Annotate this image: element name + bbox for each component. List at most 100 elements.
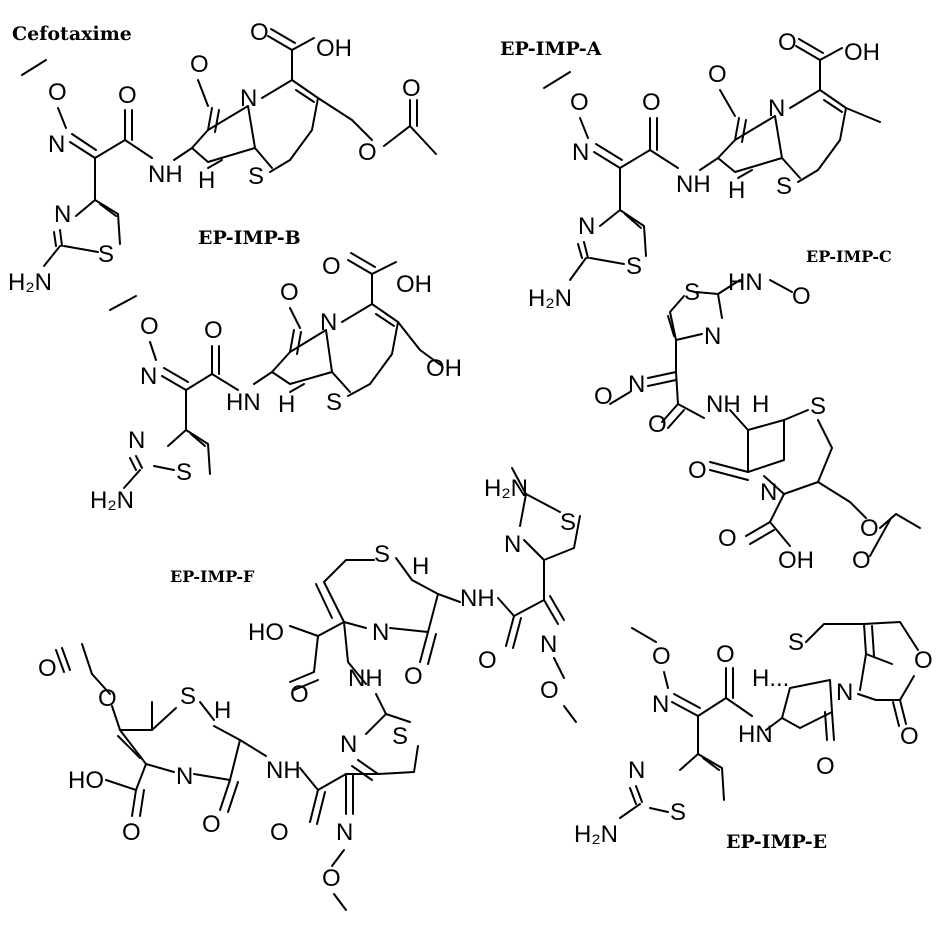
atom-O: O bbox=[358, 139, 377, 166]
atom-O: O bbox=[648, 411, 667, 438]
atom-O: O bbox=[250, 19, 269, 46]
atom-H: H bbox=[278, 391, 295, 418]
atom-O: O bbox=[652, 643, 671, 670]
atom-O: O bbox=[204, 317, 223, 344]
atom-HN: HN bbox=[226, 389, 261, 416]
atom-NH: NH bbox=[266, 757, 301, 784]
atom-N: N bbox=[48, 131, 65, 158]
atom-O: O bbox=[792, 283, 811, 310]
atom-O: O bbox=[852, 547, 871, 574]
atom-S: S bbox=[776, 173, 792, 200]
atom-S: S bbox=[626, 253, 642, 280]
atom-O: O bbox=[38, 655, 57, 682]
atom-OH: OH bbox=[426, 355, 462, 382]
atom-HN: HN bbox=[738, 721, 773, 748]
atom-O: O bbox=[718, 525, 737, 552]
atom-NH: NH bbox=[348, 665, 383, 692]
atom-S: S bbox=[392, 723, 408, 750]
atom-O: O bbox=[48, 79, 67, 106]
atom-O: O bbox=[98, 685, 117, 712]
atom-S: S bbox=[374, 541, 390, 568]
atom-NH: NH bbox=[706, 391, 741, 418]
atom-S: S bbox=[560, 509, 576, 536]
structure-ep-imp-a: EP-IMP-A O N O NH O N S H O OH S bbox=[500, 29, 881, 312]
atom-O: O bbox=[642, 89, 661, 116]
atom-O: O bbox=[122, 819, 141, 846]
title-ep-imp-b: EP-IMP-B bbox=[198, 227, 301, 249]
atom-H: H bbox=[728, 177, 745, 204]
atom-N: N bbox=[504, 531, 521, 558]
atom-N: N bbox=[140, 363, 157, 390]
atom-O: O bbox=[270, 819, 289, 846]
atom-HN: HN bbox=[728, 269, 763, 296]
atom-H: H bbox=[752, 391, 769, 418]
atom-N: N bbox=[240, 85, 257, 112]
atom-O: O bbox=[280, 279, 299, 306]
atom-N: N bbox=[54, 201, 71, 228]
atom-N: N bbox=[652, 691, 669, 718]
atom-O: O bbox=[290, 681, 309, 708]
atom-OH: OH bbox=[316, 35, 352, 62]
title-ep-imp-f: EP-IMP-F bbox=[170, 567, 255, 586]
atom-NH: NH bbox=[460, 585, 495, 612]
atom-O: O bbox=[860, 515, 879, 542]
atom-O: O bbox=[716, 641, 735, 668]
atom-O: O bbox=[900, 723, 919, 750]
structure-ep-imp-f: EP-IMP-F S H N O NH O N O S N H₂N HO O bbox=[38, 467, 581, 911]
atom-N: N bbox=[320, 309, 337, 336]
atom-O: O bbox=[190, 51, 209, 78]
title-ep-imp-c: EP-IMP-C bbox=[806, 247, 892, 266]
atom-S: S bbox=[326, 389, 342, 416]
atom-N: N bbox=[628, 757, 645, 784]
atom-O: O bbox=[140, 313, 159, 340]
atom-NH: NH bbox=[148, 161, 183, 188]
atom-O: O bbox=[404, 663, 423, 690]
atom-N: N bbox=[768, 95, 785, 122]
atom-N: N bbox=[572, 139, 589, 166]
title-ep-imp-a: EP-IMP-A bbox=[500, 38, 602, 60]
atom-H: H bbox=[412, 553, 429, 580]
atom-N: N bbox=[336, 819, 353, 846]
atom-N: N bbox=[340, 731, 357, 758]
atom-O: O bbox=[570, 89, 589, 116]
atom-H: H... bbox=[752, 665, 789, 692]
atom-N: N bbox=[578, 213, 595, 240]
atom-O: O bbox=[540, 677, 559, 704]
atom-O: O bbox=[688, 457, 707, 484]
atom-OH: OH bbox=[396, 271, 432, 298]
atom-H: H bbox=[198, 167, 215, 194]
atom-OH: OH bbox=[778, 547, 814, 574]
atom-O: O bbox=[778, 29, 797, 56]
atom-S: S bbox=[180, 683, 196, 710]
atom-N: N bbox=[128, 427, 145, 454]
atom-O: O bbox=[594, 383, 613, 410]
atom-S: S bbox=[248, 163, 264, 190]
atom-O: O bbox=[202, 811, 221, 838]
atom-OH: OH bbox=[844, 39, 880, 66]
atom-O: O bbox=[402, 75, 421, 102]
atom-N: N bbox=[176, 763, 193, 790]
atom-N: N bbox=[836, 679, 853, 706]
atom-H: H bbox=[214, 697, 231, 724]
atom-S: S bbox=[98, 241, 114, 268]
structure-ep-imp-b: EP-IMP-B O N O HN O N S H O OH OH S bbox=[90, 227, 462, 514]
atom-HO: HO bbox=[68, 767, 104, 794]
atom-S: S bbox=[176, 459, 192, 486]
atom-O: O bbox=[322, 865, 341, 892]
atom-H2N: H₂N bbox=[484, 475, 528, 502]
atom-O: O bbox=[478, 647, 497, 674]
atom-O: O bbox=[322, 253, 341, 280]
atom-S: S bbox=[670, 799, 686, 826]
atom-N: N bbox=[372, 619, 389, 646]
atom-O: O bbox=[708, 61, 727, 88]
atom-H2N: H₂N bbox=[574, 821, 618, 848]
atom-NH: NH bbox=[676, 171, 711, 198]
atom-S: S bbox=[684, 279, 700, 306]
atom-O: O bbox=[118, 82, 137, 109]
atom-S: S bbox=[810, 393, 826, 420]
title-cefotaxime: Cefotaxime bbox=[12, 23, 132, 45]
structure-cefotaxime: Cefotaxime O N O NH O N S H O OH O bbox=[8, 19, 437, 296]
atom-HO: HO bbox=[248, 619, 284, 646]
